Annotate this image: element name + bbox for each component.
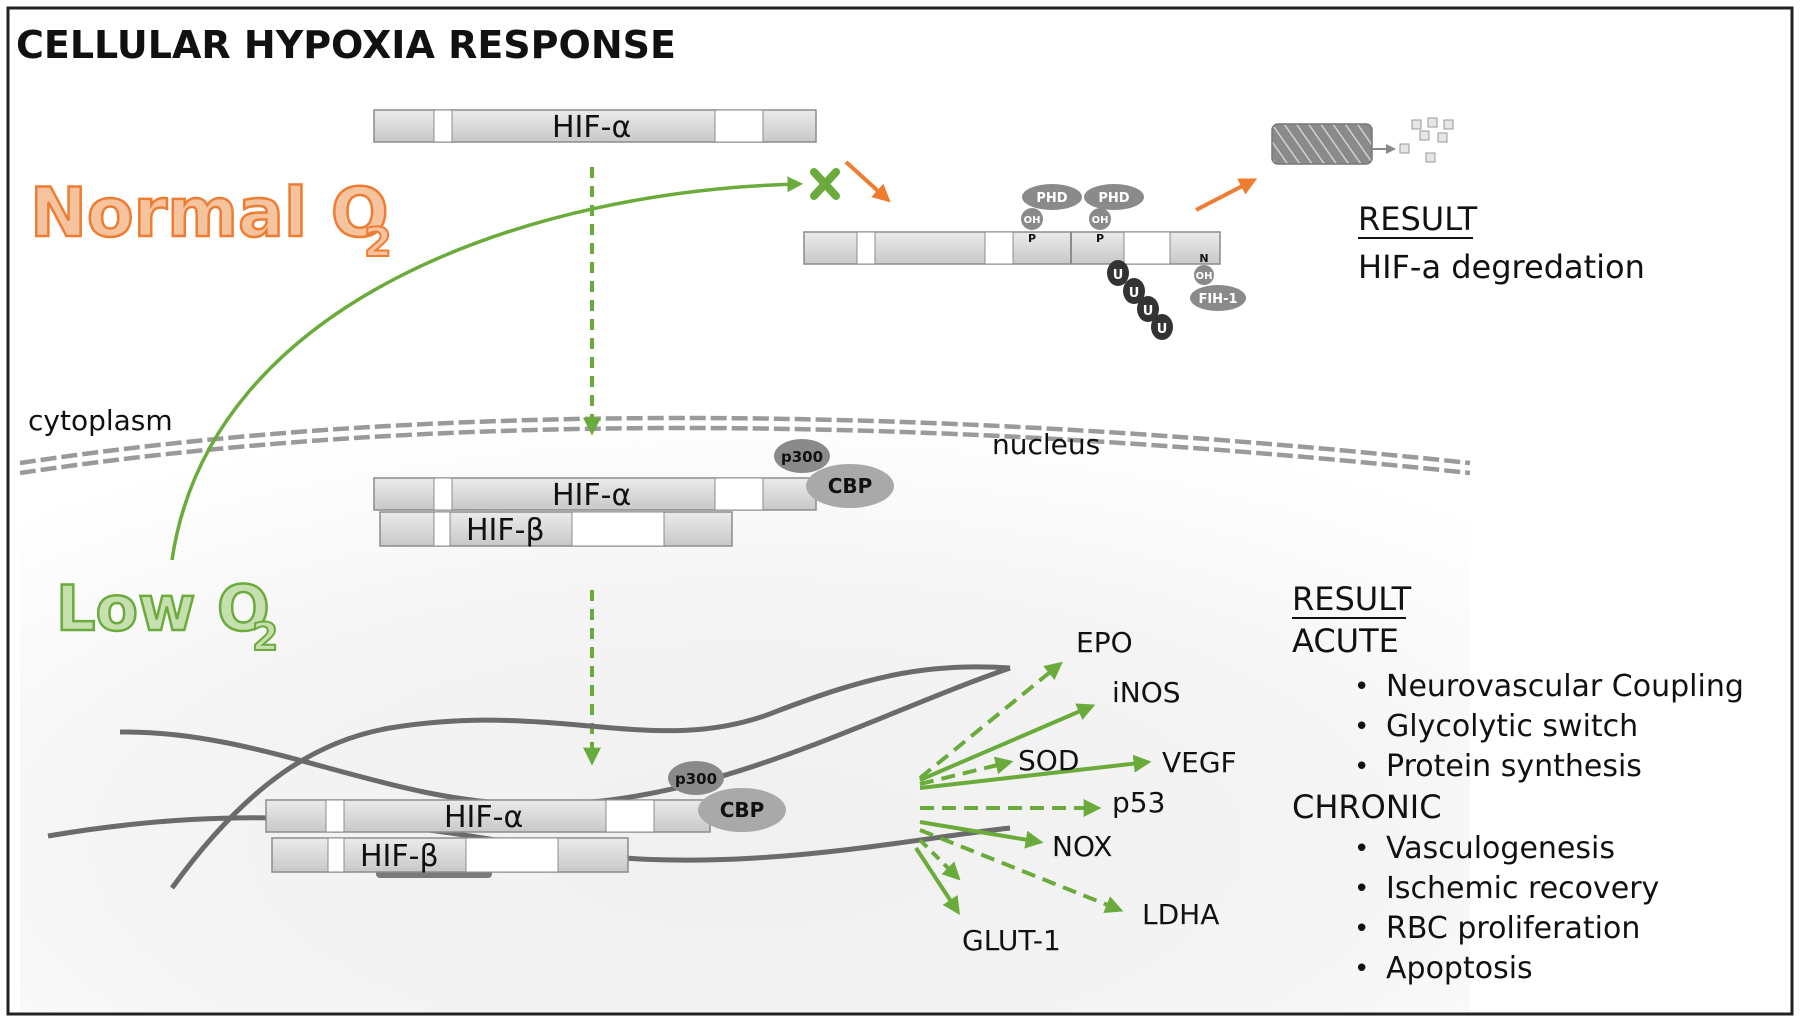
svg-text:PHD: PHD [1098, 191, 1129, 206]
svg-text:Apoptosis: Apoptosis [1386, 951, 1533, 986]
svg-text:HIF-α: HIF-α [552, 478, 631, 513]
gene-inos: iNOS [1112, 676, 1181, 709]
cytoplasm-label: cytoplasm [28, 404, 173, 437]
hif-complex-dna-bound: HIF-β HIF-α [265, 799, 711, 878]
svg-text:CBP: CBP [828, 474, 873, 498]
svg-text:OH: OH [1196, 271, 1213, 282]
block-x-icon [810, 168, 840, 200]
inhibition-arrow [170, 176, 804, 561]
svg-text:•: • [1354, 712, 1369, 742]
svg-text:•: • [1354, 834, 1369, 864]
svg-text:PHD: PHD [1036, 191, 1067, 206]
degradation-arrow [1195, 178, 1258, 212]
svg-text:OH: OH [1024, 215, 1041, 226]
svg-text:N: N [1199, 252, 1208, 265]
svg-text:p300: p300 [781, 448, 823, 466]
svg-text:Low O: Low O [56, 572, 270, 645]
svg-text:HIF-α: HIF-α [552, 110, 631, 145]
gene-sod: SOD [1018, 744, 1079, 777]
svg-text:OH: OH [1092, 215, 1109, 226]
hif-alpha-modified [803, 231, 1221, 265]
gene-ldha: LDHA [1142, 898, 1219, 931]
svg-text:•: • [1354, 874, 1369, 904]
hif-complex-nuclear: HIF-β HIF-α [373, 477, 817, 548]
svg-text:RESULT: RESULT [1292, 580, 1412, 618]
ubiquitin-chain: U U U U [1107, 260, 1173, 340]
nucleus-label: nucleus [992, 428, 1100, 461]
svg-text:Ischemic recovery: Ischemic recovery [1386, 871, 1659, 906]
proteasome-icon [1271, 117, 1454, 165]
svg-text:HIF-β: HIF-β [360, 839, 439, 874]
svg-text:•: • [1354, 752, 1369, 782]
gene-glut1: GLUT-1 [962, 924, 1061, 957]
phd-enzyme-2: PHD OH P [1084, 184, 1144, 245]
svg-text:P: P [1096, 232, 1104, 245]
normal-result: RESULT HIF-a degredation [1358, 200, 1645, 286]
svg-text:Glycolytic switch: Glycolytic switch [1386, 709, 1638, 744]
cbp-cofactor-dna: CBP [698, 788, 786, 832]
svg-text:RBC proliferation: RBC proliferation [1386, 911, 1640, 946]
gene-p53: p53 [1112, 786, 1165, 819]
frame-border [6, 6, 1794, 1016]
svg-text:U: U [1143, 304, 1154, 319]
svg-text:ACUTE: ACUTE [1292, 622, 1399, 660]
gene-nox: NOX [1052, 830, 1112, 863]
svg-text:HIF-β: HIF-β [466, 513, 545, 548]
svg-text:U: U [1113, 268, 1124, 283]
svg-text:RESULT: RESULT [1358, 200, 1478, 238]
normal-o2-label: Normal O 2 [29, 173, 393, 267]
svg-text:HIF-a degredation: HIF-a degredation [1358, 248, 1645, 286]
phd-enzyme-1: PHD OH P [1021, 184, 1082, 245]
svg-text:U: U [1157, 322, 1168, 337]
gene-arrows [914, 661, 1152, 916]
svg-text:p300: p300 [675, 770, 717, 788]
hif-alpha-bar-cytoplasm: HIF-α [373, 109, 817, 145]
svg-text:•: • [1354, 954, 1369, 984]
svg-text:CBP: CBP [720, 798, 765, 822]
svg-text:•: • [1354, 672, 1369, 702]
cbp-cofactor: CBP [806, 464, 894, 508]
svg-text:CHRONIC: CHRONIC [1292, 788, 1442, 826]
svg-text:Normal O: Normal O [30, 174, 389, 253]
svg-text:•: • [1354, 914, 1369, 944]
svg-text:HIF-α: HIF-α [444, 800, 523, 835]
svg-text:FIH-1: FIH-1 [1198, 292, 1237, 307]
low-o2-label: Low O 2 [55, 571, 280, 660]
gene-vegf: VEGF [1162, 746, 1237, 779]
svg-text:Protein synthesis: Protein synthesis [1386, 749, 1642, 784]
svg-text:U: U [1129, 286, 1140, 301]
p300-cofactor: p300 [774, 439, 830, 473]
hydroxylation-arrow [844, 160, 891, 203]
low-result: RESULT ACUTE • Neurovascular Coupling • … [1292, 580, 1744, 986]
svg-text:Vasculogenesis: Vasculogenesis [1386, 831, 1615, 866]
svg-text:P: P [1028, 232, 1036, 245]
p300-cofactor-dna: p300 [668, 761, 724, 795]
gene-epo: EPO [1076, 626, 1133, 659]
svg-text:2: 2 [364, 220, 392, 266]
nuclear-membrane [19, 415, 1471, 476]
svg-text:2: 2 [252, 615, 278, 659]
fih1-enzyme: N OH FIH-1 [1190, 252, 1246, 311]
svg-text:Neurovascular Coupling: Neurovascular Coupling [1386, 669, 1744, 704]
diagram-title: CELLULAR HYPOXIA RESPONSE [16, 23, 676, 67]
